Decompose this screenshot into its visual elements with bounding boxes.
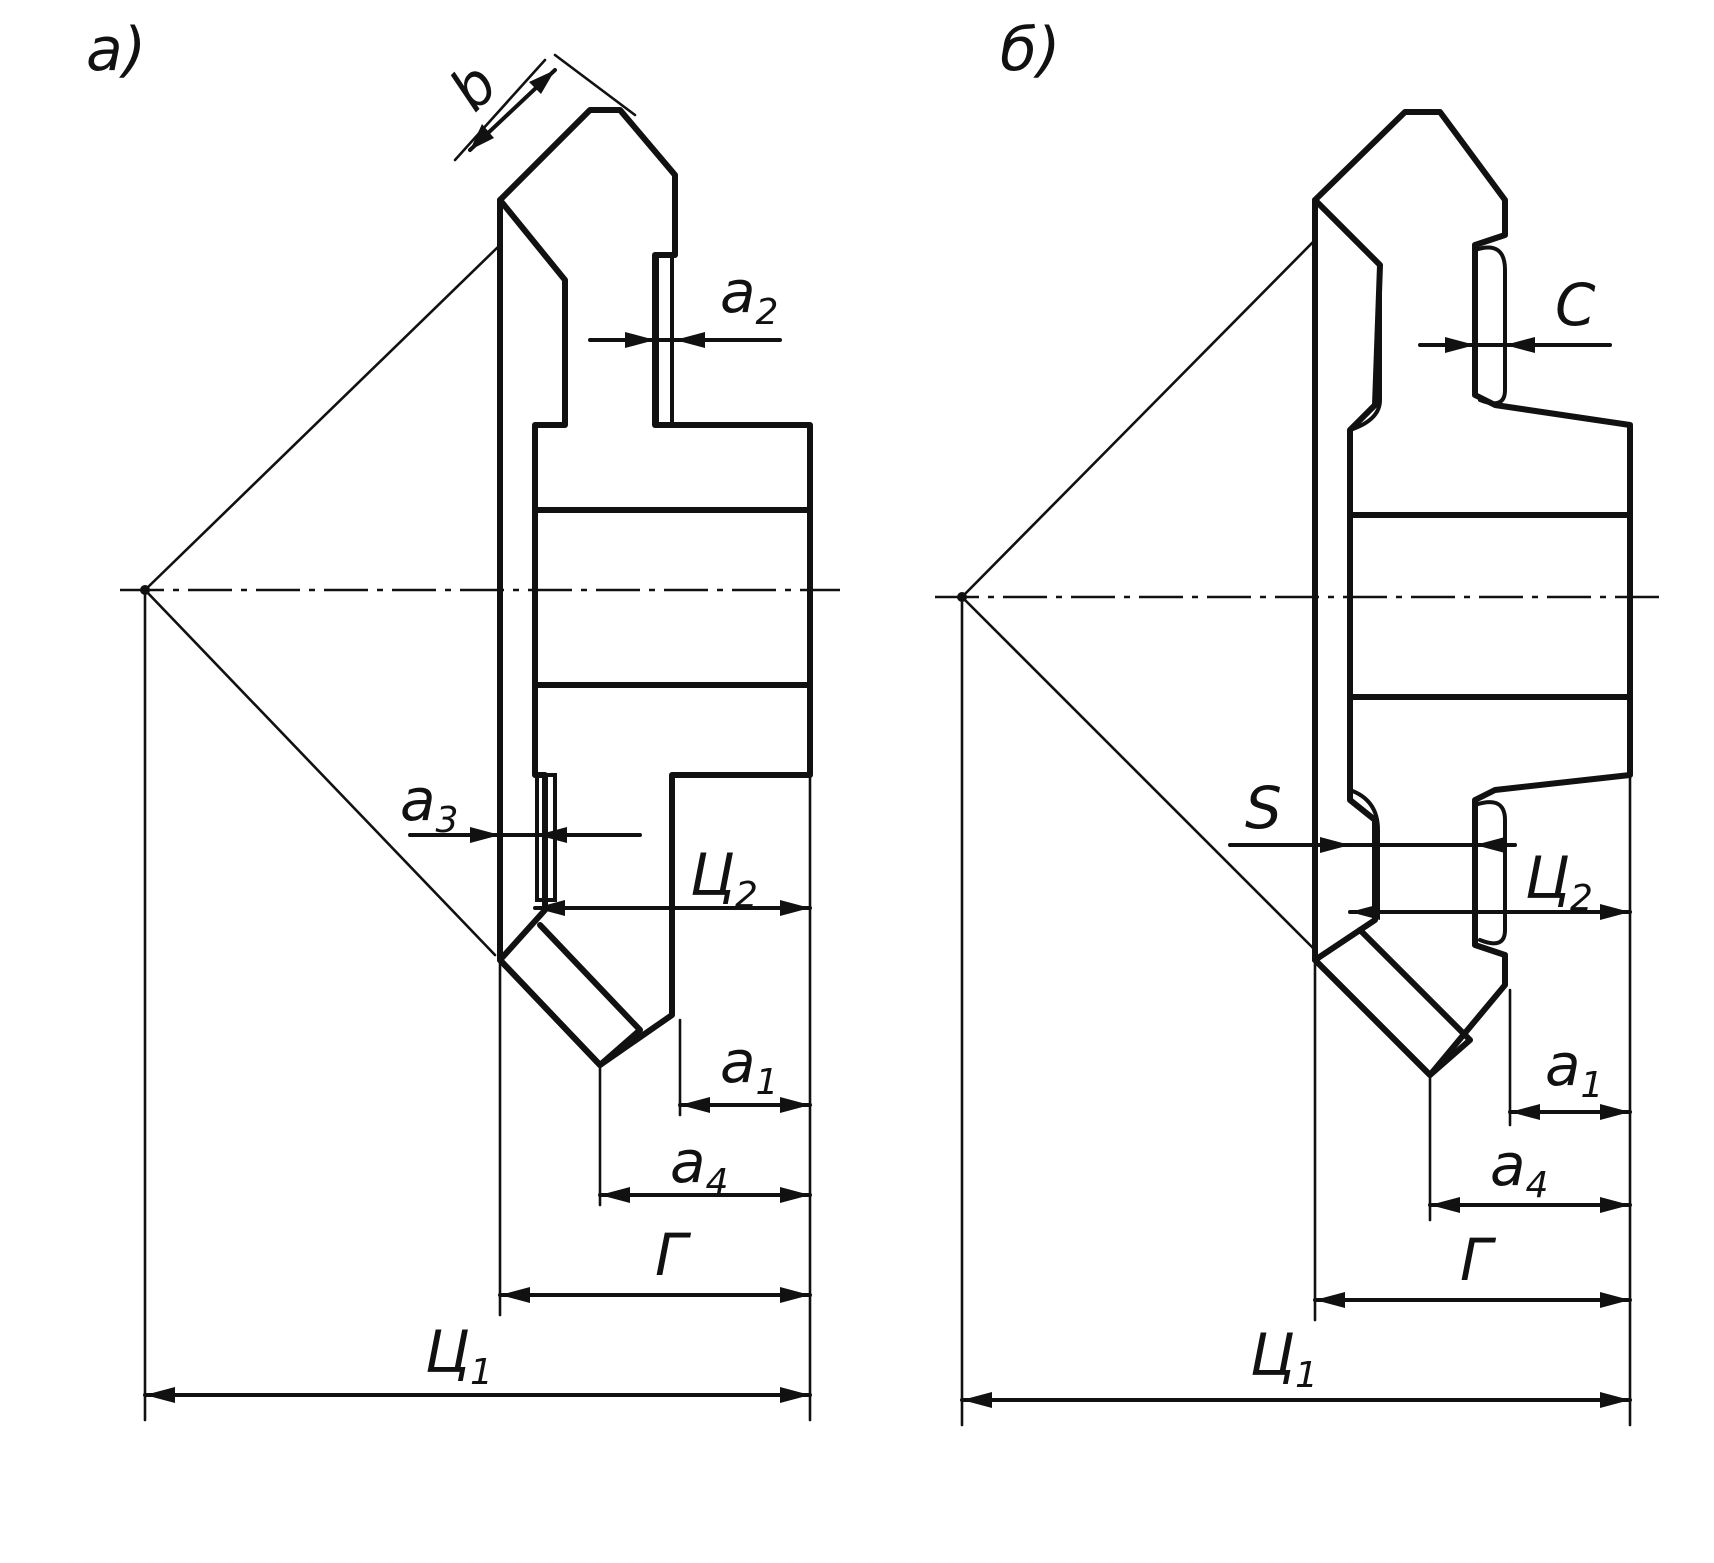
panel-b-a1-arrow-1 bbox=[1510, 1104, 1540, 1120]
panel-a-a3-arrow-2 bbox=[537, 827, 567, 843]
panel-b-upper-recess bbox=[1473, 245, 1507, 406]
panel-b-c-label: C bbox=[1555, 271, 1596, 339]
panel-a-g-arrow-2 bbox=[780, 1287, 810, 1303]
panel-a-c2-label: Ц2 bbox=[690, 841, 758, 916]
panel-b-g-arrow-1 bbox=[1315, 1292, 1345, 1308]
panel-b-cone-line-upper bbox=[960, 238, 1317, 599]
panel-a-a2-label: a2 bbox=[720, 258, 778, 333]
panel-a-c1-label: Ц1 bbox=[425, 1318, 493, 1393]
panel-a-b-ext-1 bbox=[453, 58, 547, 162]
panel-b-c-arrow-1 bbox=[1445, 337, 1475, 353]
panel-a-c1-arrow-1 bbox=[145, 1387, 175, 1403]
panel-a-a3-arrow-1 bbox=[470, 827, 500, 843]
panel-a-c2-arrow-2 bbox=[780, 900, 810, 916]
panel-b-c-arrow-2 bbox=[1505, 337, 1535, 353]
panel-a-b-arrow-1 bbox=[470, 124, 494, 150]
panel-b-c2-label: Ц2 bbox=[1525, 844, 1593, 919]
panel-b-cone-line-lower bbox=[960, 595, 1317, 952]
panel-a-a1-arrow-2 bbox=[780, 1097, 810, 1113]
panel-b-c2-arrow-1 bbox=[1350, 904, 1380, 920]
panel-a-bore bbox=[532, 507, 813, 688]
panel-b-a4-arrow-1 bbox=[1430, 1197, 1460, 1213]
panel-b-lower-fillet bbox=[1348, 788, 1380, 912]
panel-a-upper-section bbox=[497, 107, 813, 513]
panel-b-lower-section bbox=[1312, 694, 1633, 1078]
panel-a-g-arrow-1 bbox=[500, 1287, 530, 1303]
panel-a-a1-label: a1 bbox=[720, 1028, 778, 1103]
panel-b-bore bbox=[1347, 512, 1633, 700]
panel-a-a4-arrow-2 bbox=[780, 1187, 810, 1203]
panel-a-a4-arrow-1 bbox=[600, 1187, 630, 1203]
panel-b-a1-label: a1 bbox=[1545, 1031, 1603, 1106]
panel-b-upper-fillet bbox=[1348, 278, 1382, 432]
panel-b-c1-label: Ц1 bbox=[1250, 1321, 1318, 1396]
panel-a-a3-label: a3 bbox=[400, 766, 458, 841]
panel-a-a4-label: a4 bbox=[670, 1128, 728, 1203]
panel-b-c1-arrow-2 bbox=[1600, 1392, 1630, 1408]
panel-a-lower-tooth bbox=[497, 922, 643, 1068]
panel-a-a2-arrow-1 bbox=[625, 332, 655, 348]
panel-a-a1-arrow-1 bbox=[680, 1097, 710, 1113]
panel-a-b-arrow-2 bbox=[529, 70, 555, 94]
panel-b-a4-arrow-2 bbox=[1600, 1197, 1630, 1213]
panel-b-c2-arrow-2 bbox=[1600, 904, 1630, 920]
panel-b-a1-arrow-2 bbox=[1600, 1104, 1630, 1120]
panel-b: б) C S Ц2 bbox=[935, 15, 1660, 1427]
panel-a-cone-line-upper bbox=[143, 243, 502, 592]
panel-b-s-arrow-1 bbox=[1320, 837, 1350, 853]
panel-b-a4-label: a4 bbox=[1490, 1131, 1548, 1206]
panel-a: а) b a2 a3 bbox=[86, 15, 840, 1422]
panel-b-g-arrow-2 bbox=[1600, 1292, 1630, 1308]
panel-b-lower-tooth bbox=[1312, 927, 1473, 1078]
panel-a-b-ext-2 bbox=[553, 53, 637, 117]
panel-a-a2-arrow-2 bbox=[675, 332, 705, 348]
panel-a-cone-line-lower bbox=[143, 588, 497, 957]
panel-a-g-label: Г bbox=[655, 1221, 692, 1289]
panel-b-s-arrow-2 bbox=[1475, 837, 1505, 853]
panel-a-c1-arrow-2 bbox=[780, 1387, 810, 1403]
panel-b-lower-recess bbox=[1473, 800, 1507, 946]
panel-a-c2-arrow-1 bbox=[535, 900, 565, 916]
panel-b-label: б) bbox=[1000, 15, 1060, 85]
panel-b-c1-arrow-1 bbox=[962, 1392, 992, 1408]
panel-a-label: а) bbox=[86, 15, 146, 85]
panel-b-g-label: Г bbox=[1460, 1226, 1497, 1294]
panel-b-s-label: S bbox=[1245, 774, 1282, 842]
